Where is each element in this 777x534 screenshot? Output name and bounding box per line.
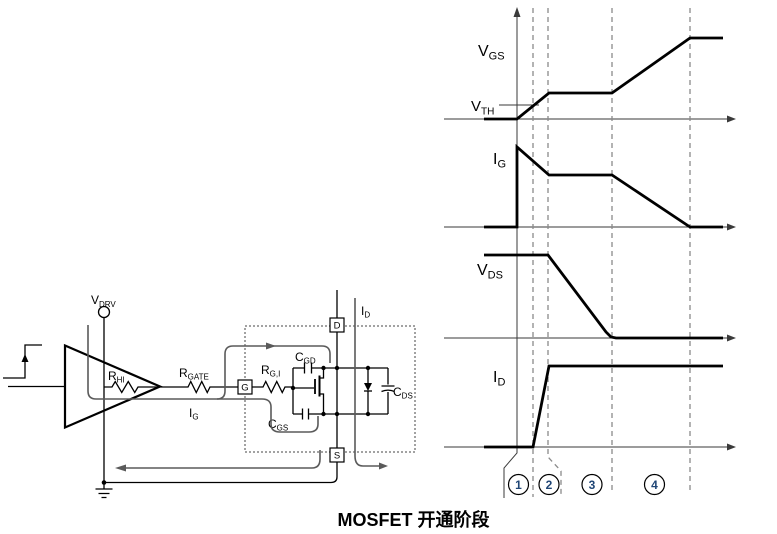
vdrv-label: VDRV — [91, 293, 116, 309]
drain-terminal-letter: D — [334, 321, 341, 332]
ground-icon — [95, 480, 113, 499]
svg-text:4: 4 — [651, 478, 658, 492]
phase-marker-1: 1 — [507, 473, 530, 496]
drain-source-lead — [104, 290, 338, 484]
drain-current-path: ID — [354, 298, 388, 470]
return-current-arrow-icon — [115, 464, 126, 472]
vdrv-source: VDRV — [91, 293, 116, 483]
trace-v_ds — [484, 253, 723, 340]
phase-boundary-lines — [532, 8, 691, 497]
cgd-label: CGD — [295, 350, 316, 366]
cds-label: CDS — [393, 385, 413, 401]
id-circuit-label: ID — [361, 304, 370, 320]
trace-i_d — [484, 364, 723, 449]
id-waveform-label: ID — [493, 369, 505, 389]
cgs-label: CGS — [268, 417, 288, 433]
rgate-label: RGATE — [179, 366, 209, 382]
capacitor-cds: CDS — [381, 385, 413, 401]
waveform-axes — [444, 7, 736, 498]
input-step-icon — [3, 344, 42, 379]
svg-text:2: 2 — [546, 478, 553, 492]
body-diode-icon — [364, 368, 372, 414]
mosfet-internal-cell: CGD CGS CDS — [268, 350, 413, 433]
gate-current-arrow-icon — [266, 342, 276, 350]
rhi-label: RHI — [108, 369, 125, 385]
capacitor-cgs: CGS — [268, 408, 310, 433]
ig-circuit-label: IG — [189, 406, 199, 422]
capacitor-cgd: CGD — [295, 350, 316, 374]
id-arrow-icon — [379, 462, 388, 470]
vdrv-pin-circle — [97, 305, 111, 319]
vgs-waveform-label: VGS — [478, 43, 505, 63]
phase-markers: 1 2 3 4 — [507, 473, 666, 496]
rgi-label: RG,I — [261, 363, 280, 379]
resistor-rhi: RHI — [104, 369, 160, 394]
source-terminal-letter: S — [334, 451, 340, 462]
caption-latin: MOSFET — [337, 510, 413, 530]
gate-current-overlay — [87, 325, 331, 472]
drain-terminal: D — [329, 317, 345, 333]
vds-waveform-label: VDS — [477, 262, 503, 282]
gate-terminal-letter: G — [241, 383, 248, 394]
phase-marker-3: 3 — [581, 473, 603, 496]
waveform-traces — [484, 36, 723, 449]
mosfet-symbol — [293, 368, 325, 414]
vth-level-label: VTH — [471, 98, 494, 118]
svg-text:1: 1 — [515, 478, 522, 492]
svg-text:3: 3 — [589, 478, 596, 492]
gate-terminal: G — [237, 379, 253, 395]
resistor-rgate: RGATE — [160, 366, 238, 394]
phase-marker-2: 2 — [538, 473, 560, 496]
trace-v_gs — [484, 36, 723, 121]
trace-i_g — [484, 143, 723, 229]
ig-waveform-label: IG — [493, 151, 506, 171]
source-terminal: S — [329, 447, 345, 463]
axis-up-arrow-icon — [513, 7, 521, 17]
resistor-rgi: RG,I — [252, 363, 293, 394]
phase-marker-4: 4 — [643, 473, 666, 496]
figure-caption: MOSFET 开通阶段 — [50, 506, 777, 532]
caption-cjk: 开通阶段 — [417, 510, 490, 530]
